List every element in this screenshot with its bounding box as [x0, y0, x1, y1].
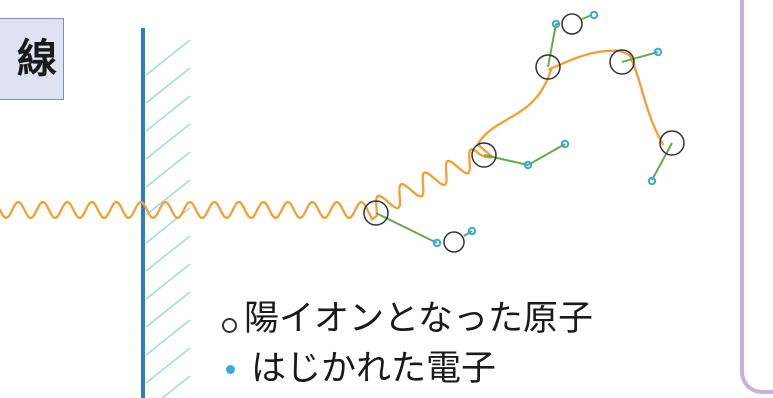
- hatch-line: [145, 123, 191, 160]
- atom-bond: [375, 212, 438, 244]
- electron-marker-icon: [226, 364, 235, 374]
- legend: 陽イオンとなった原子 はじかれた電子: [220, 294, 593, 394]
- ion-atom: [659, 130, 685, 156]
- title-box: 線: [0, 18, 64, 100]
- ion-atom: [535, 54, 561, 80]
- ion-marker-icon: [222, 317, 237, 333]
- ionized-atom-group: [535, 10, 599, 80]
- ionized-atom-group: [647, 130, 685, 186]
- atom-bond: [527, 143, 566, 166]
- hatch-line: [145, 151, 191, 188]
- electron: [560, 139, 570, 149]
- radiation-wave: [0, 49, 665, 221]
- legend-row-electron: はじかれた電子: [220, 344, 593, 394]
- wall-hatching: [145, 39, 191, 398]
- hatch-line: [145, 291, 191, 328]
- electron: [432, 238, 442, 248]
- ion-atom: [471, 142, 497, 168]
- legend-row-ion: 陽イオンとなった原子: [220, 294, 593, 344]
- hatch-line: [145, 67, 191, 104]
- hatch-line: [145, 179, 191, 216]
- legend-ion-label: 陽イオンとなった原子: [244, 299, 593, 339]
- ionized-atoms: [363, 10, 685, 253]
- ion-atom: [609, 49, 635, 75]
- title-text: 線: [17, 36, 57, 82]
- atom-bond: [483, 154, 529, 166]
- legend-electron-label: はじかれた電子: [251, 349, 497, 389]
- atom-bond: [463, 230, 473, 237]
- hatch-line: [145, 39, 191, 76]
- ionized-atom-group: [471, 139, 570, 170]
- hatch-line: [161, 375, 191, 398]
- ion-atom: [561, 13, 583, 35]
- atom-bond: [651, 142, 673, 181]
- ion-atom: [363, 200, 389, 226]
- panel-border: [740, 0, 773, 394]
- electron: [551, 19, 561, 29]
- hatch-line: [145, 235, 191, 272]
- electron: [647, 176, 657, 186]
- hatch-line: [145, 347, 191, 384]
- hatch-line: [145, 207, 191, 244]
- hatch-line: [145, 263, 191, 300]
- atom-bond: [621, 51, 659, 63]
- electron: [589, 10, 599, 20]
- electron: [653, 47, 663, 57]
- atom-bond: [547, 23, 557, 68]
- electron: [467, 226, 477, 236]
- radiation-wave-group: [0, 49, 665, 221]
- ionized-atom-group: [609, 47, 663, 75]
- electron: [523, 160, 533, 170]
- ionized-atom-group: [363, 200, 477, 253]
- hatch-line: [145, 95, 191, 132]
- ion-atom: [443, 231, 465, 253]
- hatch-line: [145, 319, 191, 356]
